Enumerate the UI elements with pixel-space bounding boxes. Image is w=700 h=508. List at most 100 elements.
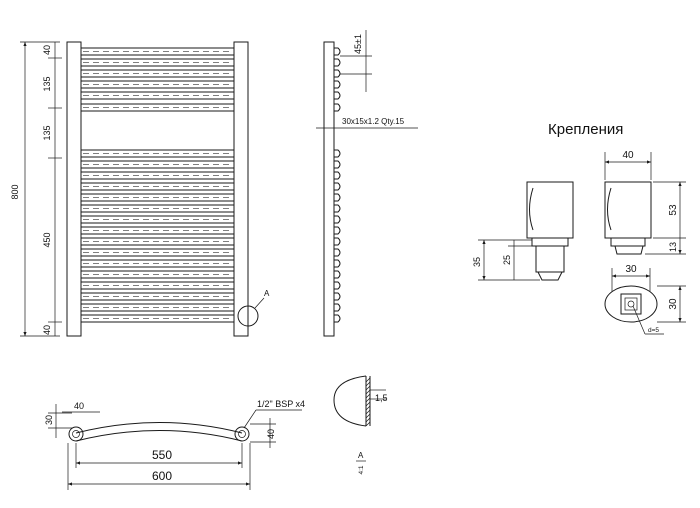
side-fin	[334, 91, 341, 100]
dim-depth: 30	[44, 415, 54, 425]
front-rail	[80, 204, 235, 213]
mount-left-body	[526, 181, 574, 239]
detail-a-circle	[237, 305, 259, 327]
dim-total-left: 35	[472, 257, 482, 267]
side-fins	[334, 47, 341, 323]
left-connection	[68, 426, 84, 442]
detail-label: A	[358, 451, 364, 460]
front-rail	[80, 182, 235, 191]
side-view: 45±1 30x15x1.2 Qty.15	[316, 30, 418, 337]
mount-right-body	[604, 181, 652, 239]
dim-collector: 40	[74, 401, 84, 411]
side-fin	[334, 149, 341, 158]
side-fin	[334, 259, 341, 268]
dim-bottom: 40	[42, 325, 52, 335]
mounts-section: Крепления 35 25 40 53 13	[472, 121, 686, 335]
hatch-line	[365, 405, 371, 411]
hatch-line	[365, 413, 371, 419]
hatch-line	[365, 409, 371, 415]
dim-a: 135	[42, 76, 52, 91]
front-rail	[80, 270, 235, 279]
hatch-line	[365, 381, 371, 387]
right-connection	[234, 426, 250, 442]
dim-inner-left: 25	[502, 255, 512, 265]
front-rail	[80, 281, 235, 290]
side-fin	[334, 160, 341, 169]
dim-total-height: 800	[10, 184, 20, 199]
front-rail	[80, 292, 235, 301]
front-rail	[80, 149, 235, 158]
front-rails	[80, 47, 235, 323]
side-fin	[334, 47, 341, 56]
connection-spec: 1/2" BSP x4	[257, 399, 305, 409]
front-rail	[80, 160, 235, 169]
front-rail	[80, 69, 235, 78]
detail-scale: 4:1	[358, 465, 365, 474]
side-fin	[334, 193, 341, 202]
right-collector	[233, 41, 249, 337]
front-rail	[80, 226, 235, 235]
dim-thickness: 1,5	[375, 393, 388, 403]
front-rail	[80, 193, 235, 202]
front-rail	[80, 58, 235, 67]
detail-hatching	[365, 377, 371, 427]
side-fin	[334, 237, 341, 246]
side-fin	[334, 226, 341, 235]
tube-spec: 30x15x1.2 Qty.15	[342, 117, 405, 126]
left-collector	[66, 41, 82, 337]
dim-top: 40	[42, 45, 52, 55]
front-rail	[80, 91, 235, 100]
mounts-title: Крепления	[548, 121, 623, 138]
dim-bar-pitch: 45±1	[353, 34, 363, 54]
side-fin	[334, 171, 341, 180]
dim-base-depth: 30	[668, 298, 679, 310]
front-view: 800 40 135 135 450 40 A	[10, 41, 270, 337]
side-fin	[334, 103, 341, 112]
side-collector	[323, 41, 335, 337]
hatch-line	[365, 389, 371, 395]
side-fin	[334, 58, 341, 67]
detail-a-view: 1,5 A 4:1	[333, 375, 388, 475]
side-fin	[334, 204, 341, 213]
dim-height-lower: 13	[668, 242, 678, 252]
dim-width-outer: 600	[152, 469, 172, 483]
side-fin	[334, 182, 341, 191]
front-rail	[80, 171, 235, 180]
side-fin	[334, 69, 341, 78]
hatch-line	[365, 421, 371, 427]
hatch-line	[365, 397, 371, 403]
side-fin	[334, 314, 341, 323]
hatch-line	[365, 401, 371, 407]
dim-width-centers: 550	[152, 448, 172, 462]
hatch-line	[365, 417, 371, 423]
hole-spec: d=5	[648, 327, 659, 334]
side-fin	[334, 248, 341, 257]
side-fin	[334, 303, 341, 312]
front-rail	[80, 248, 235, 257]
detail-a-marker: A	[264, 289, 270, 298]
side-fin	[334, 80, 341, 89]
front-rail	[80, 314, 235, 323]
dim-height-upper: 53	[668, 204, 679, 216]
mount-base	[604, 285, 658, 323]
top-outer-arc	[75, 422, 243, 434]
side-fin	[334, 281, 341, 290]
detail-half-profile	[333, 375, 367, 427]
side-fin	[334, 292, 341, 301]
top-view: 550 600 30 40 40 1/2" BSP x4	[44, 399, 305, 490]
front-rail	[80, 80, 235, 89]
front-rail	[80, 237, 235, 246]
hatch-line	[365, 385, 371, 391]
hatch-line	[365, 393, 371, 399]
dim-base-width: 30	[625, 264, 637, 275]
front-rail	[80, 103, 235, 112]
dim-mount-width: 40	[622, 150, 634, 161]
front-rail	[80, 47, 235, 56]
front-rail	[80, 303, 235, 312]
side-fin	[334, 270, 341, 279]
top-inner-arc	[75, 430, 243, 442]
dim-collector-right: 40	[266, 429, 276, 439]
hatch-line	[365, 377, 371, 383]
side-fin	[334, 215, 341, 224]
